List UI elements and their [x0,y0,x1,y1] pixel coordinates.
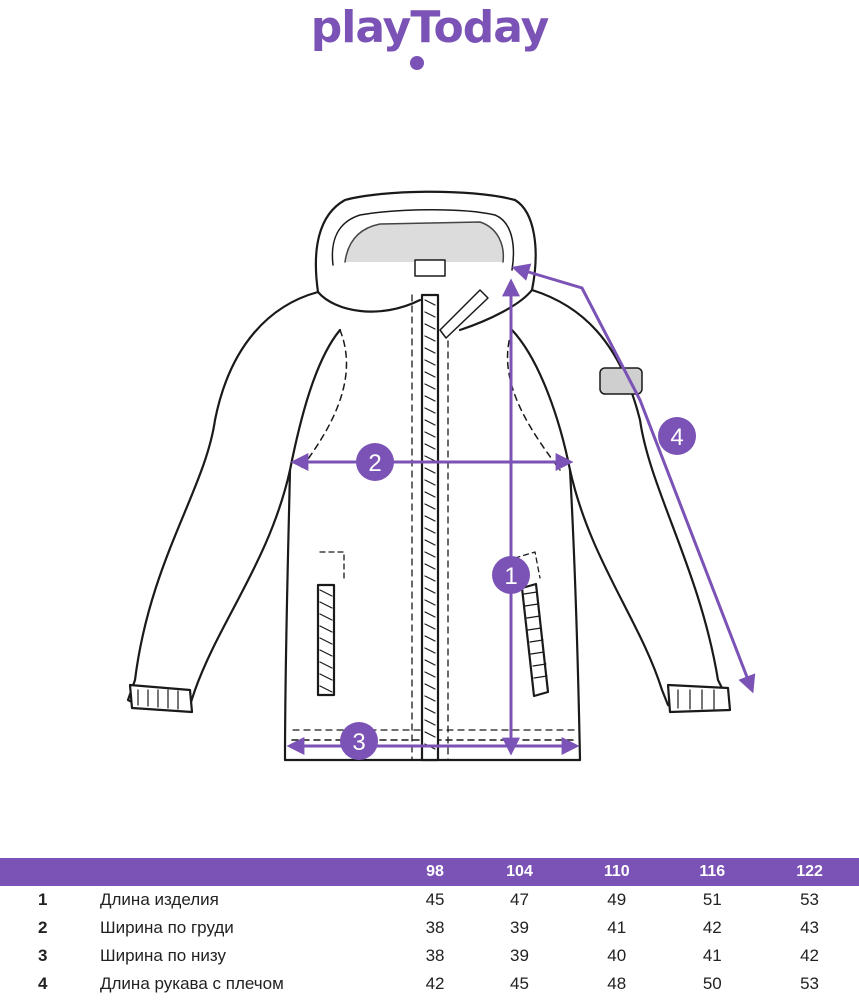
cell-value: 42 [425,974,445,993]
cell-value: 42 [702,918,722,937]
cell-value: 48 [607,974,627,993]
size-col-104: 104 [506,863,533,880]
measure-line-4 [511,263,756,694]
jacket-drawing: 1 2 3 4 [126,190,756,762]
cell-value: 51 [702,890,722,909]
callout-1 [492,556,530,594]
size-col-98: 98 [426,863,444,880]
size-col-116: 116 [699,863,726,880]
cell-value: 39 [510,946,529,965]
right-sleeve [510,288,730,711]
row-label: Длина рукава с плечом [100,974,284,993]
row-number: 3 [38,946,48,965]
table-row: 2 Ширина по груди 38 39 41 42 43 [0,914,859,942]
cell-value: 41 [607,918,627,937]
row-label: Ширина по низу [100,946,226,965]
hood-inner [331,209,515,271]
cell-value: 45 [425,890,445,909]
header-blank-label [78,858,400,886]
size-header-row: 98 104 110 116 122 [0,858,859,886]
brand-logo: playToday [0,0,859,80]
cell-value: 42 [800,946,819,965]
callout-3 [340,722,378,760]
cell-value: 50 [702,974,722,993]
callout-4 [658,417,696,455]
cell-value: 53 [800,974,819,993]
cell-value: 45 [510,974,529,993]
hood-outline [314,190,537,294]
callout-2 [356,443,394,481]
cell-value: 40 [607,946,627,965]
logo-text: playToday [310,2,550,53]
callout-4-label: 4 [670,424,683,451]
table-row: 3 Ширина по низу 38 39 40 41 42 [0,942,859,970]
row-number: 4 [38,974,48,993]
row-number: 2 [38,918,48,937]
table-row: 4 Длина рукава с плечом 42 45 48 50 53 [0,970,859,998]
size-col-122: 122 [796,863,823,880]
cell-value: 41 [702,946,722,965]
size-col-110: 110 [603,863,630,880]
left-sleeve [126,290,342,711]
callout-2-label: 2 [368,450,381,477]
row-label: Длина изделия [100,890,219,909]
cell-value: 47 [510,890,529,909]
cell-value: 49 [607,890,627,909]
cell-value: 53 [800,890,819,909]
callout-1-label: 1 [504,563,517,590]
table-row: 1 Длина изделия 45 47 49 51 53 [0,886,859,914]
cell-value: 38 [425,918,445,937]
row-label: Ширина по груди [100,918,234,937]
cell-value: 39 [510,918,529,937]
logo-dot [410,56,424,70]
callout-3-label: 3 [352,729,365,756]
cell-value: 43 [800,918,819,937]
cell-value: 38 [425,946,445,965]
size-table: 98 104 110 116 122 1 Длина изделия 45 47… [0,858,859,998]
row-number: 1 [38,890,48,909]
header-blank [0,858,78,886]
center-zipper [420,293,440,762]
